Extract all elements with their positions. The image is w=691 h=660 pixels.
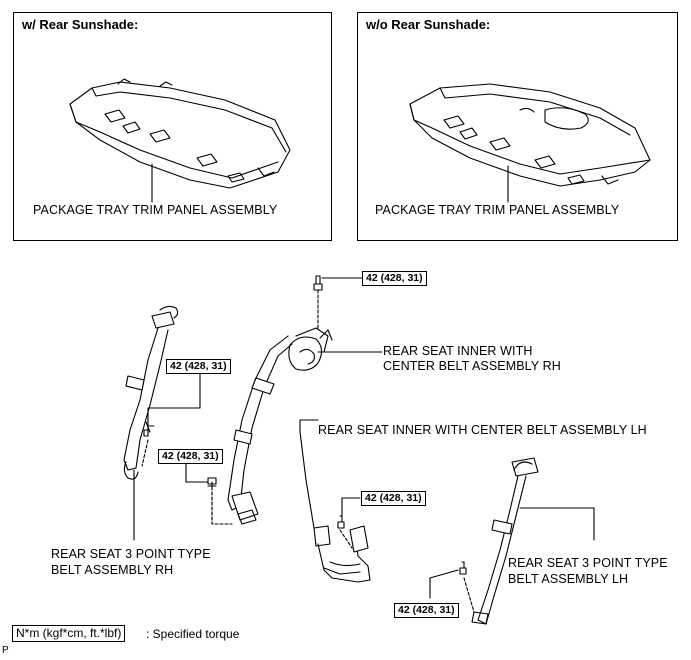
inner-belt-rh-drawing — [227, 327, 333, 525]
package-tray-without-sunshade-drawing — [409, 83, 651, 187]
inner-belt-lh-drawing — [313, 515, 371, 583]
leader-inner-lh-bracket — [299, 419, 319, 433]
package-tray-with-sunshade-drawing — [69, 78, 291, 189]
label-outer-lh-line1: REAR SEAT 3 POINT TYPE — [508, 556, 668, 570]
label-inner-rh-line1: REAR SEAT INNER WITH — [383, 344, 533, 358]
outer-belt-lh-drawing — [471, 457, 539, 625]
panel-with-sunshade-title: w/ Rear Sunshade: — [22, 17, 139, 32]
label-inner-lh: REAR SEAT INNER WITH CENTER BELT ASSEMBL… — [318, 423, 647, 437]
label-tray-with-sunshade: PACKAGE TRAY TRIM PANEL ASSEMBLY — [33, 203, 278, 217]
outer-belt-rh-drawing — [123, 305, 179, 480]
torque-lh-inner: 42 (428, 31) — [361, 491, 426, 506]
corner-mark: P — [2, 645, 9, 656]
torque-top-center: 42 (428, 31) — [362, 271, 427, 286]
leader-torque-rh-inner — [185, 461, 209, 483]
label-outer-rh-line2: BELT ASSEMBLY RH — [51, 563, 174, 577]
torque-lh-outer: 42 (428, 31) — [394, 603, 459, 618]
label-outer-rh-line1: REAR SEAT 3 POINT TYPE — [51, 547, 211, 561]
torque-rh-inner: 42 (428, 31) — [158, 449, 223, 464]
label-tray-without-sunshade: PACKAGE TRAY TRIM PANEL ASSEMBLY — [375, 203, 620, 217]
label-outer-lh-line2: BELT ASSEMBLY LH — [508, 572, 629, 586]
leader-torque-rh-outer — [147, 371, 201, 437]
torque-rh-outer: 42 (428, 31) — [166, 359, 231, 374]
panel-without-sunshade-title: w/o Rear Sunshade: — [366, 17, 491, 32]
legend-text: : Specified torque — [146, 627, 240, 641]
leader-torque-lh-outer — [429, 569, 459, 599]
label-inner-rh-line2: CENTER BELT ASSEMBLY RH — [383, 359, 561, 373]
legend-unit-box: N*m (kgf*cm, ft.*lbf) — [12, 625, 126, 642]
